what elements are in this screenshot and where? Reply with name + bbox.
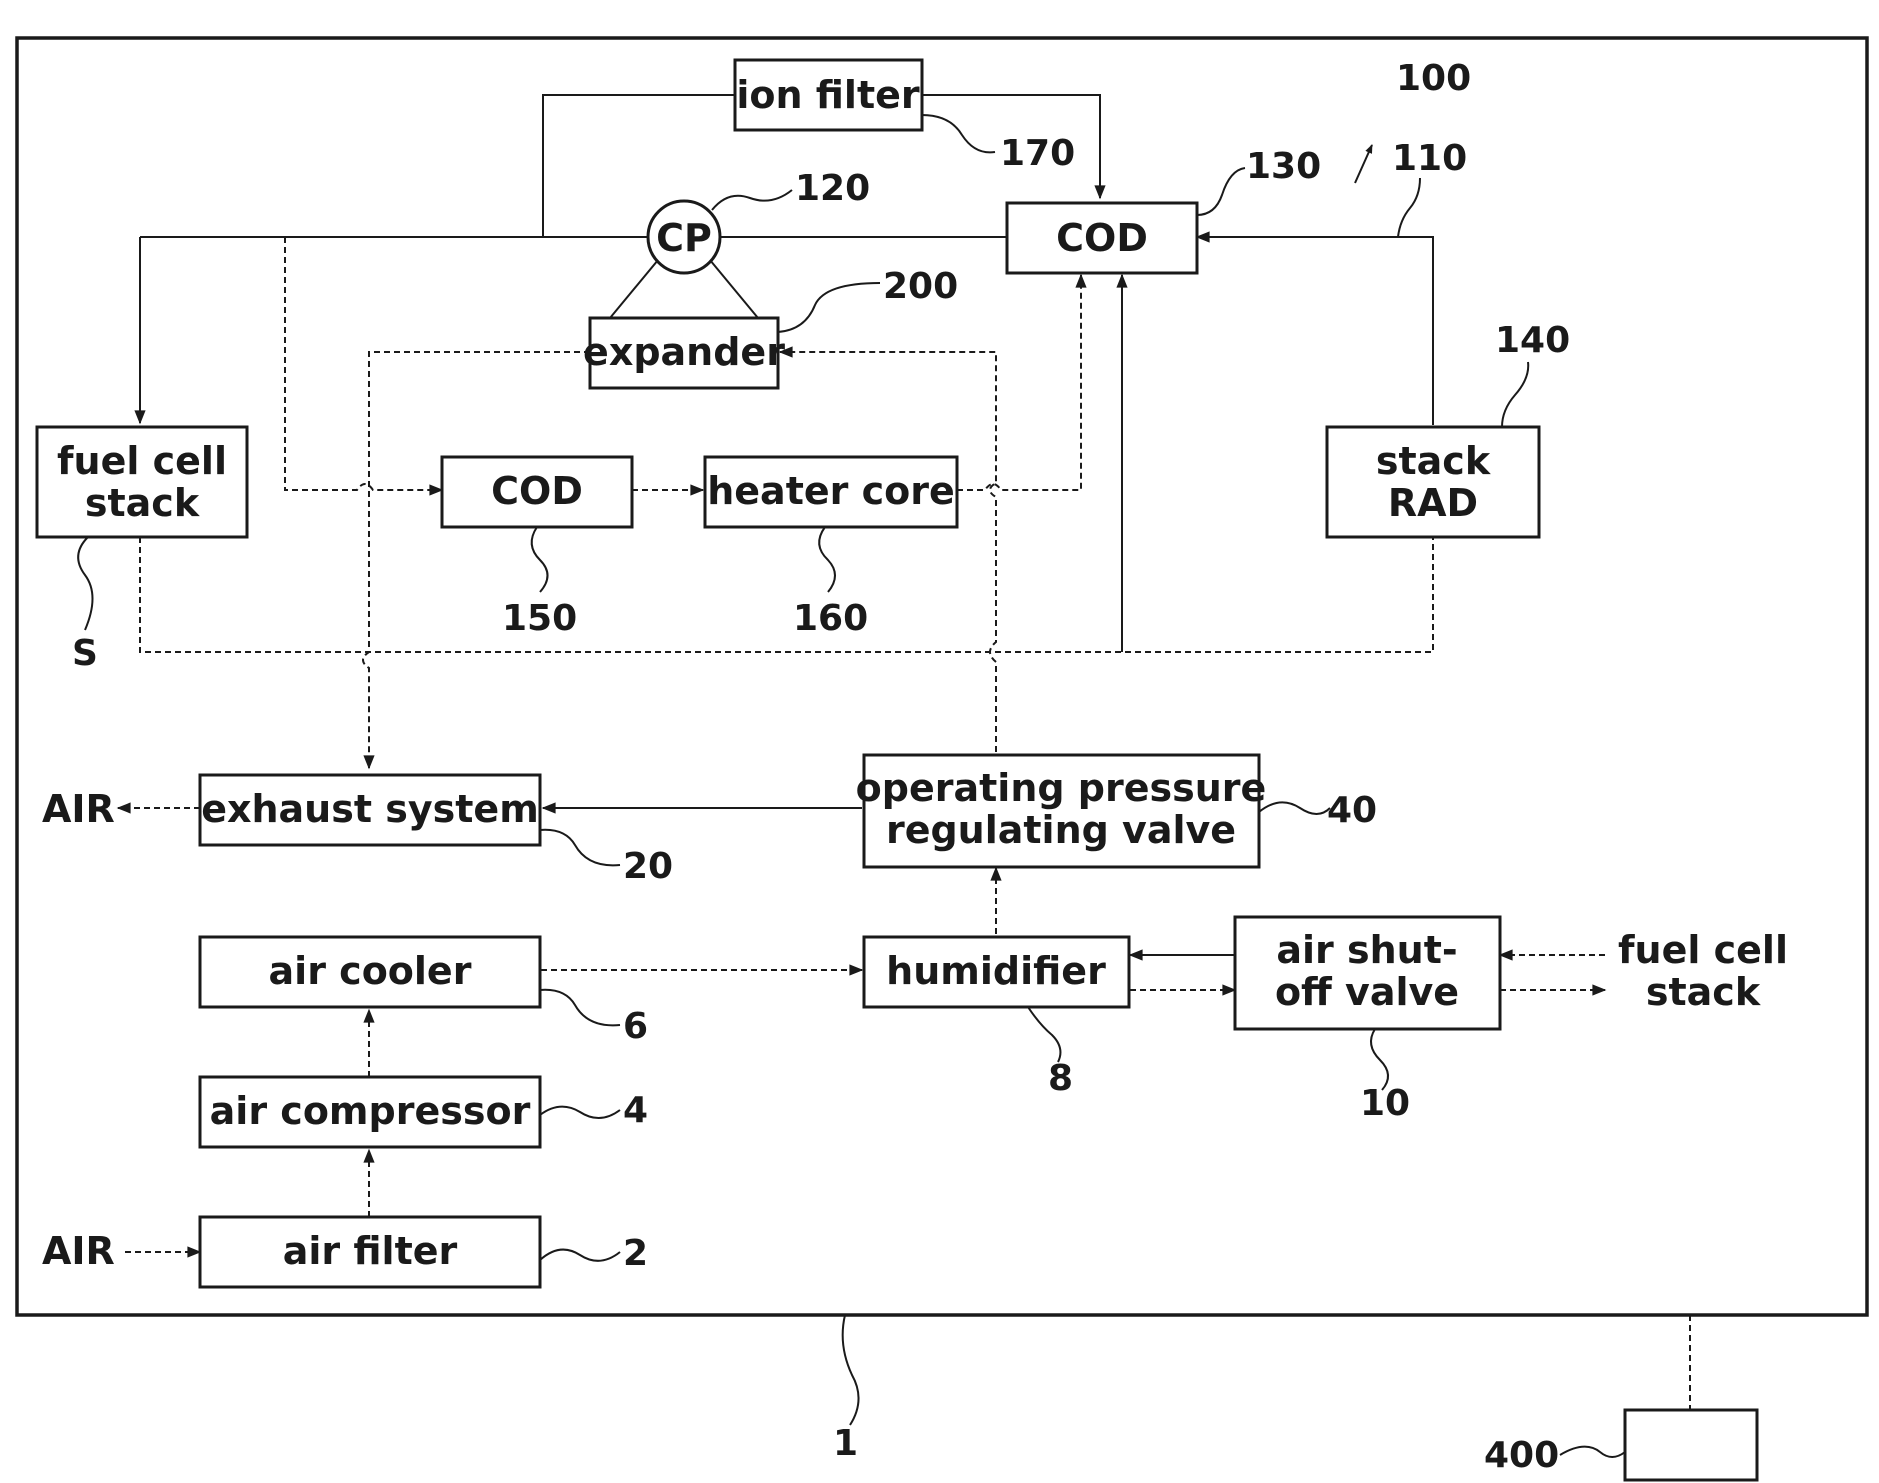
air-shutoff-label-2: off valve bbox=[1275, 970, 1459, 1014]
leader-130 bbox=[1197, 168, 1245, 215]
ref-150: 150 bbox=[502, 598, 577, 639]
branch-to-cod150 bbox=[285, 237, 442, 490]
ref-400: 400 bbox=[1484, 1435, 1559, 1476]
leader-100 bbox=[1355, 145, 1372, 183]
cod-main-label: COD bbox=[1056, 216, 1148, 260]
coolant-rad-return-line bbox=[1197, 237, 1433, 425]
cp-label: CP bbox=[656, 216, 712, 260]
air-compressor-label: air compressor bbox=[210, 1089, 531, 1133]
leader-1 bbox=[843, 1315, 859, 1425]
exhaust-system-block: exhaust system bbox=[200, 775, 540, 845]
coolant-bottom-line bbox=[140, 537, 1433, 652]
stack-rad-label-2: RAD bbox=[1388, 481, 1478, 525]
leader-8 bbox=[1028, 1007, 1060, 1062]
ref-1: 1 bbox=[833, 1423, 858, 1464]
leader-10 bbox=[1371, 1029, 1388, 1090]
ref-200: 200 bbox=[883, 266, 958, 307]
leader-110 bbox=[1398, 178, 1420, 237]
cp-expander-link-left bbox=[610, 254, 663, 318]
air-cooler-block: air cooler bbox=[200, 937, 540, 1007]
ref-160: 160 bbox=[793, 598, 868, 639]
heater-to-cod bbox=[957, 275, 1081, 490]
leader-400 bbox=[1560, 1447, 1625, 1457]
cp-pump: CP bbox=[648, 201, 720, 273]
ion-filter-block: ion filter bbox=[735, 60, 922, 130]
leader-140 bbox=[1502, 362, 1528, 427]
air-compressor-block: air compressor bbox=[200, 1077, 540, 1147]
expander-to-exhaust bbox=[363, 352, 590, 768]
air-filter-block: air filter bbox=[200, 1217, 540, 1287]
operating-valve-block: operating pressure regulating valve bbox=[856, 755, 1267, 867]
leader-20 bbox=[540, 830, 620, 866]
ref-2: 2 bbox=[623, 1233, 648, 1274]
ext-fuel-cell-label-1: fuel cell bbox=[1618, 928, 1788, 972]
ref-20: 20 bbox=[623, 846, 673, 887]
leader-2 bbox=[540, 1250, 620, 1261]
fuel-cell-stack-label-1: fuel cell bbox=[57, 439, 227, 483]
cod-main-block: COD bbox=[1007, 203, 1197, 273]
air-cooler-label: air cooler bbox=[269, 949, 472, 993]
leader-4 bbox=[540, 1107, 620, 1118]
humidifier-label: humidifier bbox=[886, 949, 1106, 993]
air-shutoff-label-1: air shut- bbox=[1276, 928, 1457, 972]
humidifier-block: humidifier bbox=[864, 937, 1129, 1007]
air-filter-label: air filter bbox=[283, 1229, 458, 1273]
ref-120: 120 bbox=[795, 168, 870, 209]
expander-block: expander bbox=[583, 318, 785, 388]
leader-160 bbox=[819, 527, 835, 592]
expander-label: expander bbox=[583, 330, 785, 374]
cod-secondary-block: COD bbox=[442, 457, 632, 527]
stack-rad-label-1: stack bbox=[1376, 439, 1491, 483]
operating-valve-label-2: regulating valve bbox=[886, 808, 1236, 852]
leader-120 bbox=[712, 190, 792, 210]
ref-100: 100 bbox=[1396, 58, 1471, 99]
heater-core-block: heater core bbox=[705, 457, 957, 527]
cod-secondary-label: COD bbox=[491, 469, 583, 513]
ref-4: 4 bbox=[623, 1090, 648, 1131]
ref-40: 40 bbox=[1327, 790, 1377, 831]
ref-130: 130 bbox=[1246, 146, 1321, 187]
operating-valve-label-1: operating pressure bbox=[856, 766, 1267, 810]
air-out-label: AIR bbox=[42, 787, 115, 831]
fuel-cell-stack-label-2: stack bbox=[85, 481, 200, 525]
cp-expander-link-right bbox=[705, 254, 758, 318]
leader-6 bbox=[540, 990, 620, 1026]
ref-10: 10 bbox=[1360, 1083, 1410, 1124]
ref-6: 6 bbox=[623, 1006, 648, 1047]
air-in-label: AIR bbox=[42, 1229, 115, 1273]
leader-S bbox=[78, 537, 92, 630]
ref-140: 140 bbox=[1495, 320, 1570, 361]
ext-fuel-cell-stack: fuel cell stack bbox=[1618, 928, 1788, 1014]
air-shutoff-valve-block: air shut- off valve bbox=[1235, 917, 1500, 1029]
fuel-cell-stack-block: fuel cell stack bbox=[37, 427, 247, 537]
ref-8: 8 bbox=[1048, 1058, 1073, 1099]
ext-fuel-cell-label-2: stack bbox=[1646, 970, 1761, 1014]
valve-to-expander bbox=[780, 352, 996, 752]
heater-core-label: heater core bbox=[707, 469, 955, 513]
ref-S: S bbox=[72, 633, 98, 674]
leader-40 bbox=[1259, 802, 1330, 814]
ref-110: 110 bbox=[1392, 138, 1467, 179]
exhaust-system-label: exhaust system bbox=[201, 787, 539, 831]
leader-170 bbox=[922, 115, 995, 152]
controller-box bbox=[1625, 1410, 1757, 1480]
leader-150 bbox=[532, 527, 548, 592]
stack-rad-block: stack RAD bbox=[1327, 427, 1539, 537]
leader-200 bbox=[778, 283, 880, 332]
ion-filter-label: ion filter bbox=[736, 73, 920, 117]
ref-170: 170 bbox=[1000, 133, 1075, 174]
